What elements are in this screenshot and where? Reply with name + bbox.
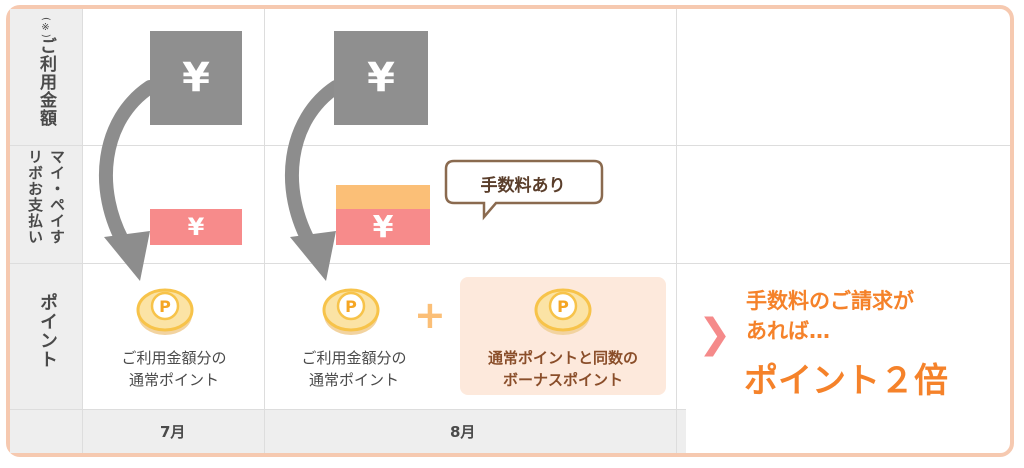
grid-line — [676, 9, 677, 453]
grid-line — [264, 9, 265, 453]
coin-letter: P — [345, 297, 357, 316]
coin-letter: P — [159, 297, 171, 316]
row-label-revo: マイ・ペイす リボお支払い — [26, 149, 66, 245]
grid-line — [10, 145, 1010, 146]
fee-speech-bubble — [444, 159, 604, 221]
august-amount-yen-box: ¥ — [334, 31, 428, 125]
bonus-point-label: 通常ポイントと同数の ボーナスポイント — [487, 349, 638, 389]
grid-line — [10, 409, 686, 410]
fee-bubble-text: 手数料あり — [480, 176, 566, 196]
arrow-icon — [285, 80, 343, 281]
grid-line — [10, 263, 1010, 264]
point-coin-icon: P — [534, 288, 592, 335]
amount-note: (※) — [40, 17, 51, 39]
point-coin-icon: P — [136, 288, 194, 335]
grid-line — [82, 9, 83, 453]
point-coin-icon: P — [322, 288, 380, 335]
chevron-right-icon: ❯ — [698, 311, 732, 357]
august-month-label: 8月 — [450, 423, 476, 441]
august-revo-yen-bar: ¥ — [336, 209, 430, 245]
july-point-label: ご利用金額分の 通常ポイント — [121, 349, 227, 389]
bottom-month-row — [10, 409, 686, 453]
coin-letter: P — [557, 297, 569, 316]
row-label-point: ポイント — [37, 293, 58, 369]
august-fee-bar — [336, 185, 430, 213]
row-label-amount: ご利用金額 — [36, 37, 56, 127]
result-line2: あれば… — [746, 319, 830, 343]
result-line1: 手数料のご請求が — [746, 289, 914, 313]
result-big-text: ポイント２倍 — [744, 361, 948, 401]
july-month-label: 7月 — [160, 423, 186, 441]
july-amount-yen-box: ¥ — [150, 31, 242, 125]
august-point-label: ご利用金額分の 通常ポイント — [301, 349, 407, 389]
table-frame: (※) ご利用金額 マイ・ペイす リボお支払い ポイント ¥ ¥ P ご利用金額… — [6, 5, 1014, 457]
july-revo-yen-bar: ¥ — [150, 209, 242, 245]
plus-icon: + — [414, 293, 446, 337]
arrow-icon — [99, 80, 157, 281]
row-header-column — [10, 9, 82, 409]
